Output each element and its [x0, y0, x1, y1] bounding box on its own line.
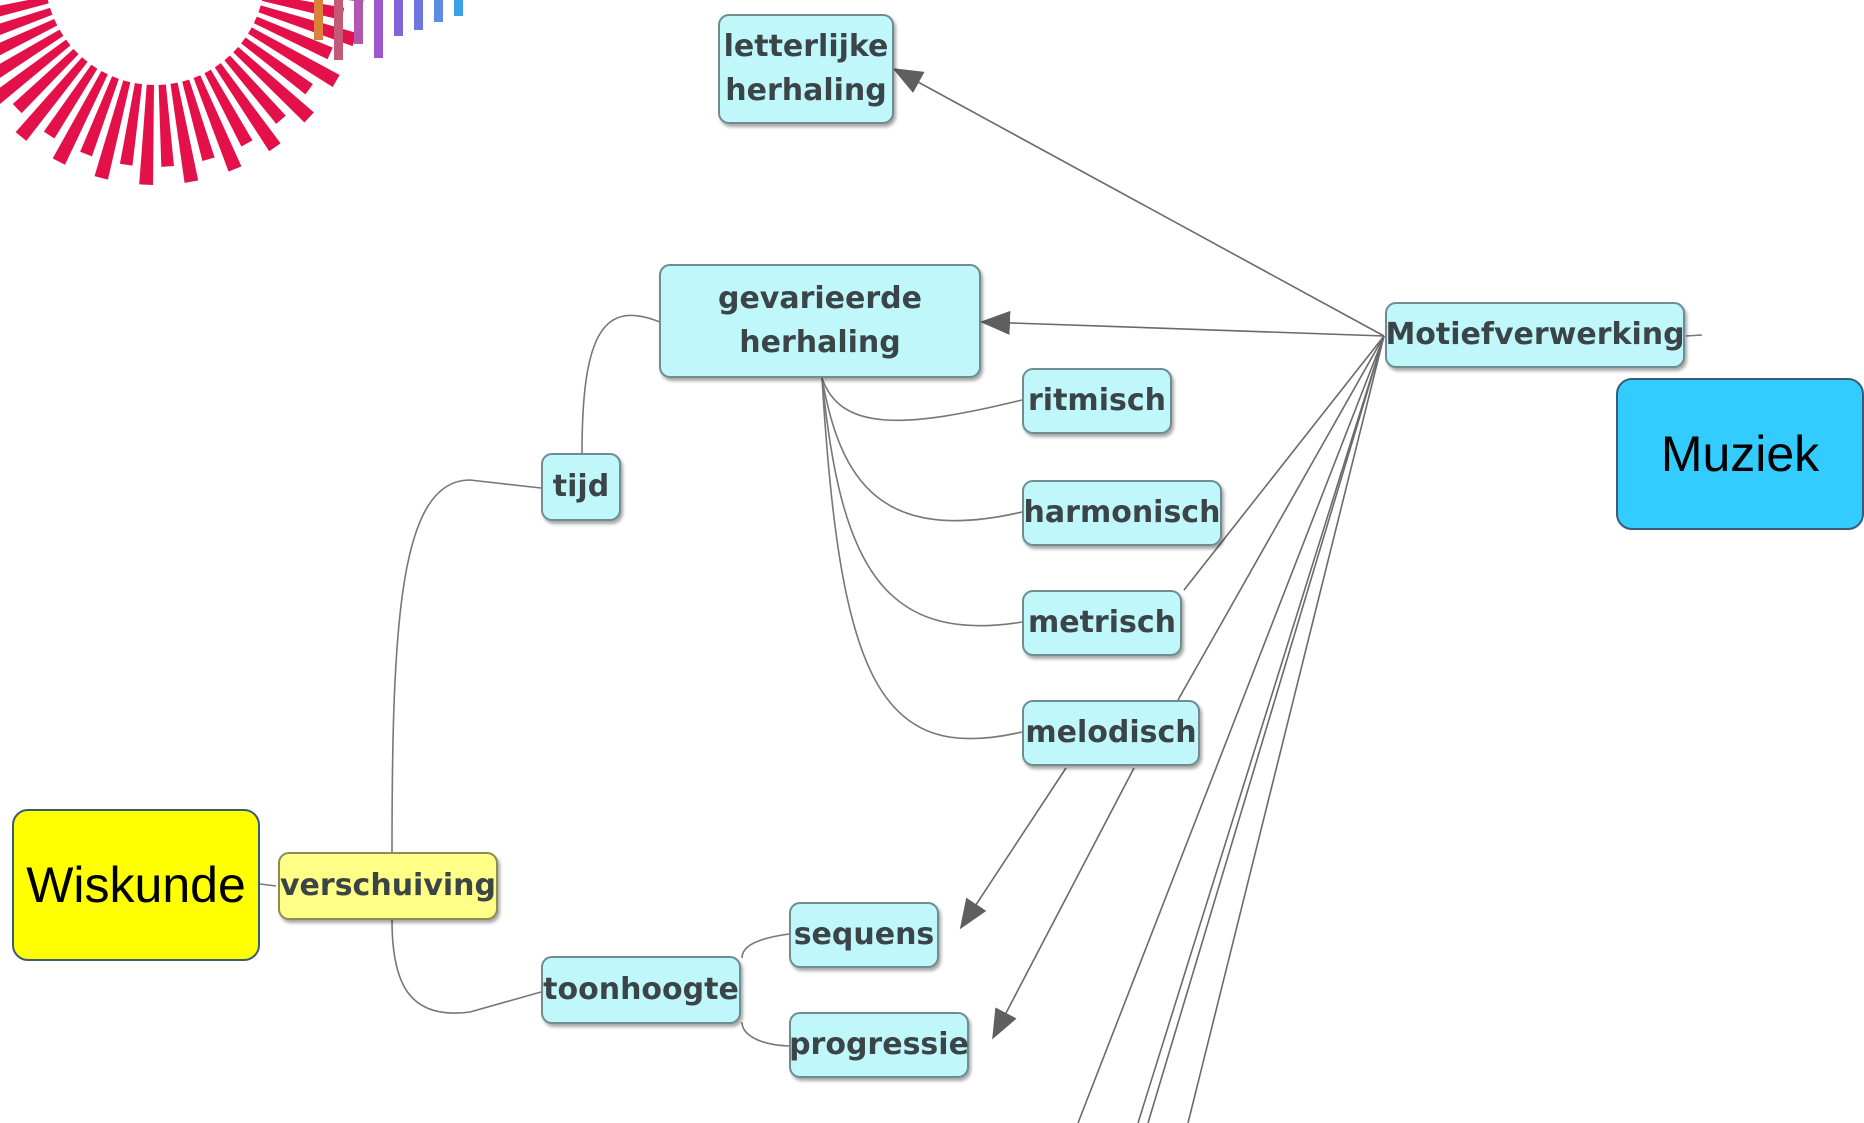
logo-bar	[414, 0, 423, 30]
line-motief-bottom-3	[1147, 335, 1385, 1123]
connector-tijd-gevarieerde	[581, 314, 661, 454]
logo-ray	[52, 71, 108, 165]
node-progressie[interactable]: progressie	[789, 1012, 969, 1078]
logo-ray	[0, 39, 71, 105]
line-motief-bottom-2	[1137, 335, 1385, 1123]
logo-ray	[139, 84, 154, 185]
connector-toonhoogte-progressie	[741, 1021, 790, 1047]
logo-ray	[0, 19, 58, 56]
node-letterlijke-herhaling[interactable]: letterlijke herhaling	[718, 14, 894, 124]
connector-gevarieerde-harmonisch	[821, 377, 1023, 522]
connector-gevarieerde-metrisch	[821, 377, 1023, 627]
line-motief-metrisch	[1183, 335, 1385, 591]
logo-bar	[374, 0, 383, 58]
tree-connectors	[259, 314, 1703, 1047]
logo-ray	[15, 57, 88, 141]
logo-ray	[261, 0, 345, 21]
logo-ray	[119, 83, 143, 166]
logo-ray	[0, 7, 53, 35]
node-toonhoogte[interactable]: toonhoogte	[541, 956, 741, 1024]
node-melodisch[interactable]: melodisch	[1022, 700, 1200, 766]
node-harmonisch[interactable]: harmonisch	[1022, 480, 1222, 546]
logo-ray	[214, 63, 281, 152]
connector-gevarieerde-ritmisch	[821, 377, 1023, 422]
logo-bar	[454, 0, 463, 16]
logo-ray	[158, 84, 174, 167]
line-motief-bottom-4	[1187, 335, 1385, 1123]
connector-verschuiving-tijd	[391, 479, 542, 854]
node-verschuiving[interactable]: verschuiving	[278, 852, 498, 920]
logo-ray	[253, 16, 333, 60]
logo-ray	[80, 76, 119, 157]
logo-ray	[248, 27, 340, 87]
node-ritmisch[interactable]: ritmisch	[1022, 368, 1172, 434]
arrow-motief-gevarieerde	[980, 310, 1385, 337]
logo-ray	[94, 80, 131, 180]
logo-ray	[12, 48, 79, 114]
logo-ray	[224, 55, 286, 124]
line-motief-bottom-1	[1077, 335, 1385, 1123]
logo-bar	[394, 0, 403, 36]
logo-ray	[182, 79, 215, 162]
node-motiefverwerking[interactable]: Motiefverwerking	[1385, 302, 1685, 368]
wiskunde-label: Wiskunde	[12, 809, 260, 961]
connector-toonhoogte-sequens	[741, 933, 790, 959]
line-motief-melodisch	[1177, 335, 1385, 701]
sunburst-logo-icon	[0, 0, 364, 185]
logo-bar	[314, 0, 323, 40]
logo-ray	[204, 69, 253, 147]
logo-ray	[258, 5, 357, 47]
connector-gevarieerde-melodisch	[821, 377, 1023, 740]
connector-motief-right	[1685, 334, 1703, 337]
node-tijd[interactable]: tijd	[541, 453, 621, 521]
connector-wiskunde-verschuiving	[259, 883, 277, 887]
logo-ray	[0, 29, 64, 78]
logo-ray	[241, 37, 313, 95]
node-sequens[interactable]: sequens	[789, 902, 939, 968]
connector-verschuiving-toonhoogte	[391, 919, 542, 1014]
logo-ray	[0, 0, 49, 17]
logo-ray	[170, 82, 199, 183]
arrow-motief-letterlijke	[892, 68, 1385, 337]
muziek-label: Muziek	[1616, 378, 1864, 530]
logo-bar	[334, 0, 343, 60]
arrow-melodisch-progressie	[992, 767, 1135, 1040]
arrow-melodisch-sequens	[959, 767, 1067, 930]
logo-bar	[434, 0, 443, 22]
node-gevarieerde-herhaling[interactable]: gevarieerde herhaling	[659, 264, 981, 378]
node-metrisch[interactable]: metrisch	[1022, 590, 1182, 656]
logo-ray	[193, 75, 242, 172]
equalizer-logo-icon	[314, 0, 463, 60]
logo-bar	[354, 0, 363, 44]
logo-ray	[233, 46, 314, 123]
relationship-lines	[892, 68, 1385, 1123]
logo-ray	[43, 64, 98, 139]
